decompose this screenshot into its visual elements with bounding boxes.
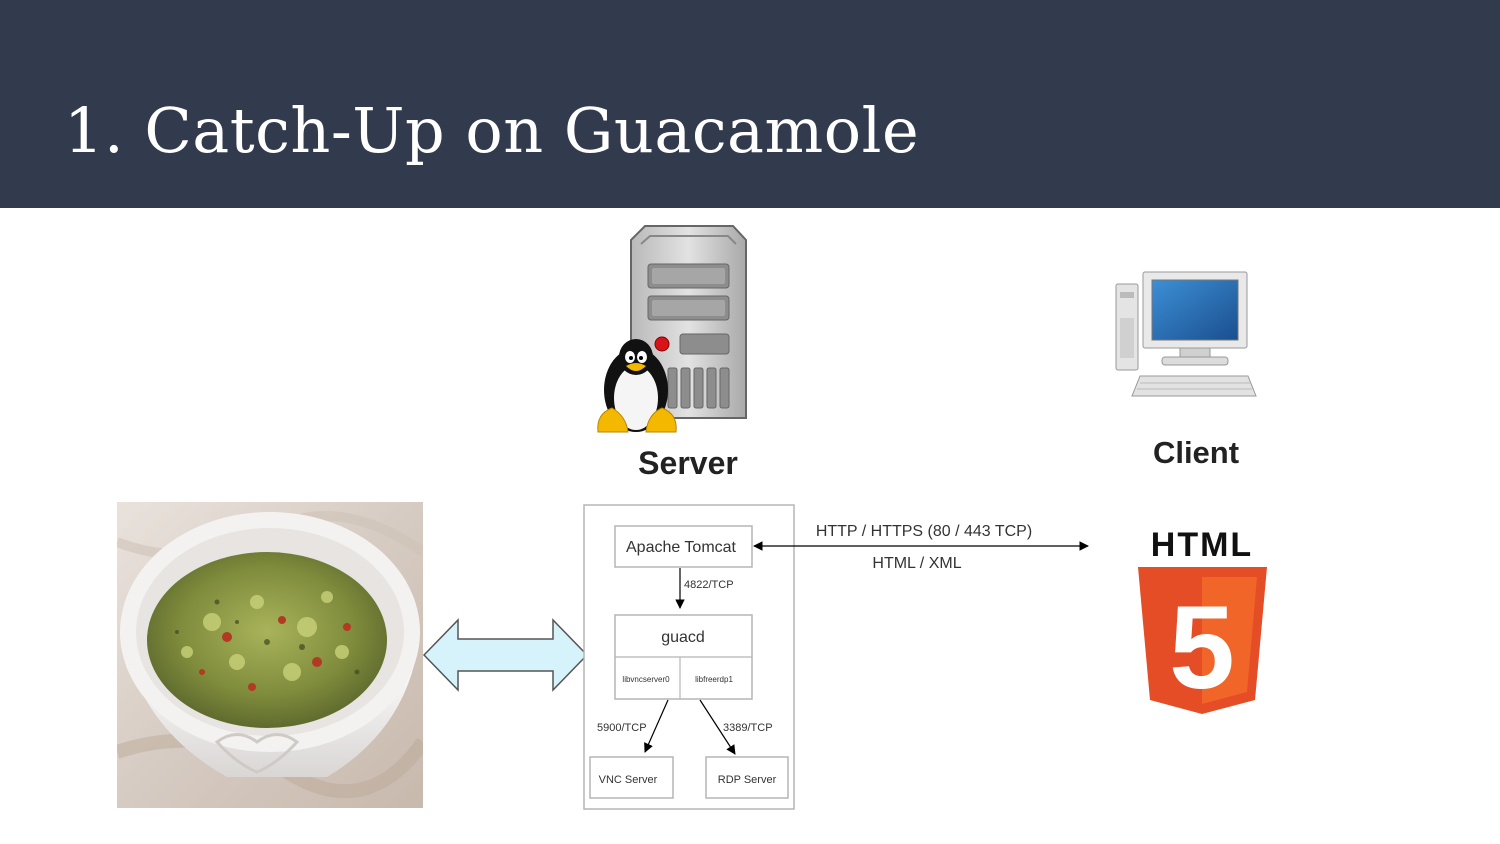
title-bar: 1. Catch-Up on Guacamole xyxy=(0,0,1500,208)
vnc-port-label: 5900/TCP xyxy=(597,722,647,734)
tomcat-guacd-port: 4822/TCP xyxy=(684,579,734,591)
libfreerdp-label: libfreerdp1 xyxy=(695,675,733,684)
rdp-server-box xyxy=(705,756,789,799)
vnc-server-box xyxy=(589,756,674,799)
slide-title: 1. Catch-Up on Guacamole xyxy=(64,94,920,167)
html5-logo-text: HTML xyxy=(1151,526,1253,564)
vnc-server-label: VNC Server xyxy=(599,774,658,786)
server-label: Server xyxy=(638,445,738,481)
bidirectional-arrow xyxy=(422,618,589,692)
http-link-label: HTTP / HTTPS (80 / 443 TCP) xyxy=(816,523,1032,540)
guacd-label: guacd xyxy=(661,629,705,646)
desktop-computer-icon xyxy=(1115,271,1257,397)
libvncserver-label: libvncserver0 xyxy=(622,675,670,684)
guacamole-bowl-photo xyxy=(117,502,423,808)
rdp-port-label: 3389/TCP xyxy=(723,722,773,734)
tux-penguin-icon xyxy=(597,339,677,433)
html-xml-label: HTML / XML xyxy=(872,555,961,572)
guacd-rdp-arrow xyxy=(699,699,736,755)
client-label: Client xyxy=(1153,435,1239,470)
apache-tomcat-label: Apache Tomcat xyxy=(626,539,737,556)
apache-tomcat-box xyxy=(614,525,753,568)
html5-logo-digit: 5 xyxy=(1169,582,1235,714)
rdp-server-label: RDP Server xyxy=(718,774,777,786)
html5-logo-icon: HTML 5 xyxy=(1138,526,1267,714)
guacd-vnc-arrow xyxy=(644,699,669,753)
server-tower-icon xyxy=(630,225,747,419)
